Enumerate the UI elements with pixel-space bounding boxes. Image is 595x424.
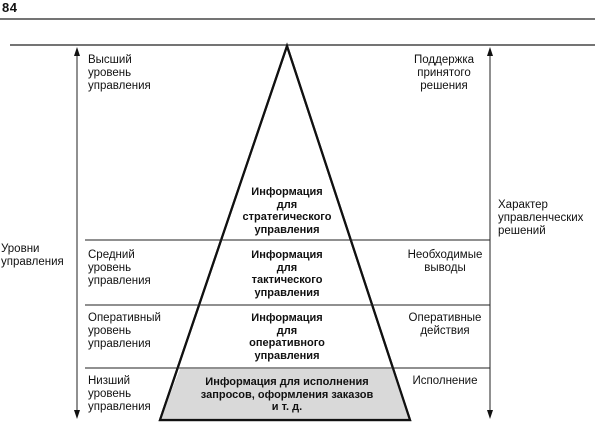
decision-label-lower: Исполнение xyxy=(412,375,478,387)
info-label-tactical: Информация для тактического управления xyxy=(251,249,323,299)
axis-left-label: Уровни управления xyxy=(1,243,64,268)
level-label-top: Высший уровень управления xyxy=(88,54,151,92)
decision-label-operational: Оперативные действия xyxy=(408,312,482,337)
level-label-operational: Оперативный уровень управления xyxy=(88,312,161,350)
axis-right-label: Характер управленческих решений xyxy=(498,199,584,237)
pyramid-base-band xyxy=(160,369,410,420)
left-arrow-head-bottom xyxy=(74,410,80,419)
right-arrow-head-bottom xyxy=(487,410,493,419)
info-label-strategic: Информация для стратегического управлени… xyxy=(242,186,332,236)
left-arrow-head-top xyxy=(74,47,80,56)
decision-label-top: Поддержка принятого решения xyxy=(414,54,474,92)
page-number: 84 xyxy=(2,0,18,15)
level-label-lower: Низший уровень управления xyxy=(88,375,151,413)
level-label-middle: Средний уровень управления xyxy=(88,249,151,287)
decision-label-middle: Необходимые выводы xyxy=(407,249,483,274)
info-label-execution: Информация для исполнения запросов, офор… xyxy=(200,376,374,413)
right-arrow-head-top xyxy=(487,47,493,56)
info-label-operational: Информация для оперативного управления xyxy=(249,312,325,362)
